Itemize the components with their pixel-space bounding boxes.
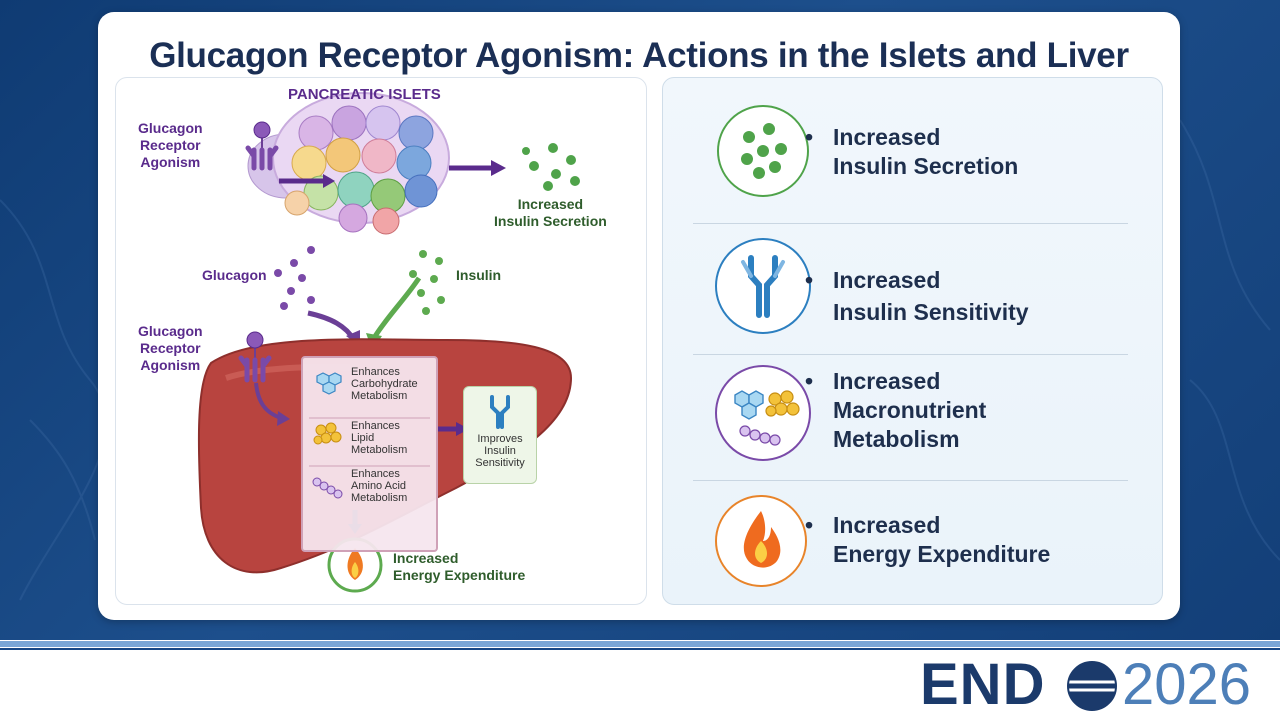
liver-receptor-icon bbox=[238, 331, 272, 383]
endo-logo-year: 2026 bbox=[1122, 652, 1252, 717]
flame-graphic bbox=[743, 511, 781, 568]
footer-stripe bbox=[0, 641, 1280, 647]
arrowhead bbox=[491, 160, 506, 176]
macronutrient-graphic bbox=[734, 390, 800, 446]
divider bbox=[693, 223, 1128, 224]
islets-heading: PANCREATIC ISLETS bbox=[288, 86, 441, 103]
receptor-graphic bbox=[741, 255, 785, 318]
receptor-icon bbox=[245, 121, 279, 171]
logo-globe-icon bbox=[1067, 661, 1117, 711]
amino-acid-icon bbox=[312, 477, 343, 499]
insulin-arrow bbox=[371, 276, 422, 340]
footer-stripe-dark bbox=[0, 648, 1280, 650]
glucagon-granules bbox=[274, 246, 315, 310]
carbohydrate-icon bbox=[316, 372, 342, 395]
receptor-y-icon bbox=[490, 395, 510, 429]
granules-graphic bbox=[741, 123, 787, 179]
glucagon-label: Glucagon bbox=[202, 267, 267, 283]
arrowhead bbox=[277, 411, 290, 426]
flame-icon bbox=[715, 495, 807, 587]
islet-cells bbox=[284, 105, 438, 235]
background-texture bbox=[0, 119, 1280, 601]
insulin-label: Insulin bbox=[456, 267, 502, 283]
metabolism-icons bbox=[309, 372, 430, 499]
arrowhead bbox=[456, 422, 469, 436]
endo-logo-text: END bbox=[920, 652, 1046, 717]
lipid-icon bbox=[313, 422, 342, 445]
insulin-dots bbox=[409, 250, 445, 315]
insulin-receptor-icon bbox=[715, 238, 811, 334]
liver-receptor-arrow bbox=[254, 382, 282, 420]
divider bbox=[693, 480, 1128, 481]
macronutrient-icon bbox=[715, 365, 811, 461]
slide-card: Glucagon Receptor Agonism: Actions in th… bbox=[98, 12, 1180, 620]
arrowhead bbox=[323, 174, 335, 188]
insulin-granules-icon bbox=[717, 105, 809, 197]
slide-title: Glucagon Receptor Agonism: Actions in th… bbox=[149, 36, 1129, 75]
divider bbox=[693, 354, 1128, 355]
insulin-granules bbox=[522, 143, 580, 191]
footer bbox=[0, 640, 1280, 720]
flame-core bbox=[351, 562, 359, 578]
